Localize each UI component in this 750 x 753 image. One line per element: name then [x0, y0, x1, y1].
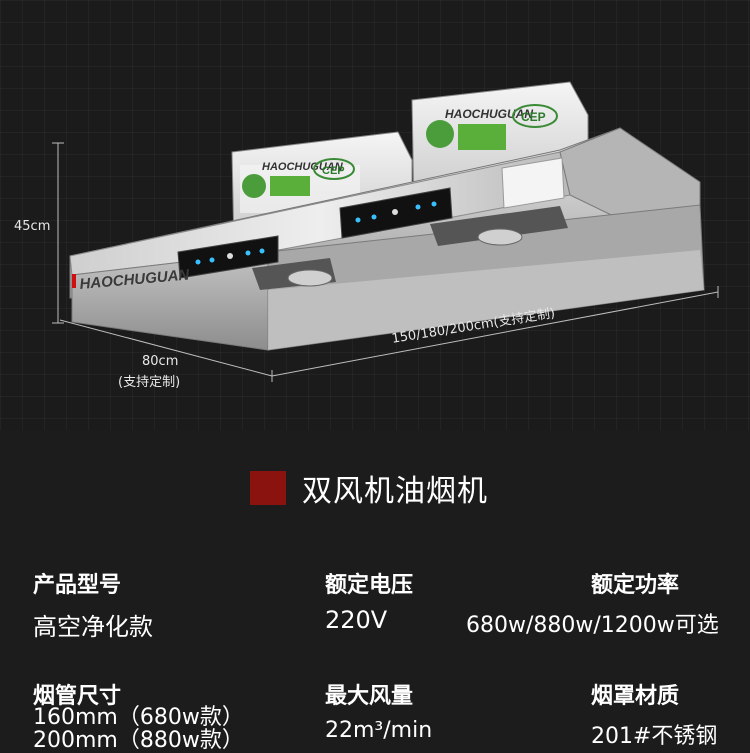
spec-value-voltage: 220V	[325, 606, 388, 634]
spec-label-model: 产品型号	[33, 573, 122, 598]
spec-label-voltage: 额定电压	[325, 573, 414, 598]
spec-value-material: 201#不锈钢	[591, 724, 718, 749]
spec-value-power: 680w/880w/1200w可选	[466, 613, 719, 638]
lower-background	[0, 430, 750, 751]
duct-brand-left: HAOCHUGUAN	[262, 161, 344, 173]
duct-brand-right: HAOCHUGUAN	[445, 107, 533, 121]
cep-label-right: CEP	[521, 110, 546, 124]
control-panel-left	[177, 235, 279, 279]
spec-value-airflow: 22m³/min	[325, 718, 433, 743]
spec-label-power: 额定功率	[591, 573, 680, 598]
spec-label-airflow: 最大风量	[325, 684, 414, 709]
height-dimension-line	[52, 142, 64, 324]
width-dimension-line	[271, 286, 719, 382]
spec-label-material: 烟罩材质	[591, 684, 680, 709]
title-accent-square	[250, 471, 286, 505]
section-title: 双风机油烟机	[250, 466, 488, 510]
depth-dimension-line	[59, 319, 273, 377]
control-panel-right	[339, 187, 453, 239]
cep-label-left: CEP	[322, 165, 345, 177]
depth-dimension-label: 80cm	[142, 354, 179, 369]
height-dimension-label: 45cm	[14, 219, 51, 234]
depth-dimension-note: (支持定制)	[118, 375, 181, 390]
filter-right	[430, 206, 568, 246]
spec-value-duct-size-1: 160mm（680w款）	[33, 705, 244, 730]
section-title-text: 双风机油烟机	[302, 474, 488, 509]
spec-label-duct-size: 烟管尺寸	[33, 684, 122, 709]
range-hood-illustration: HAOCHUGUAN CEP HAOCHUGUAN CEP	[52, 81, 719, 382]
spec-value-duct-size-2: 200mm（880w款）	[33, 728, 244, 753]
spec-value-model: 高空净化款	[33, 613, 153, 641]
